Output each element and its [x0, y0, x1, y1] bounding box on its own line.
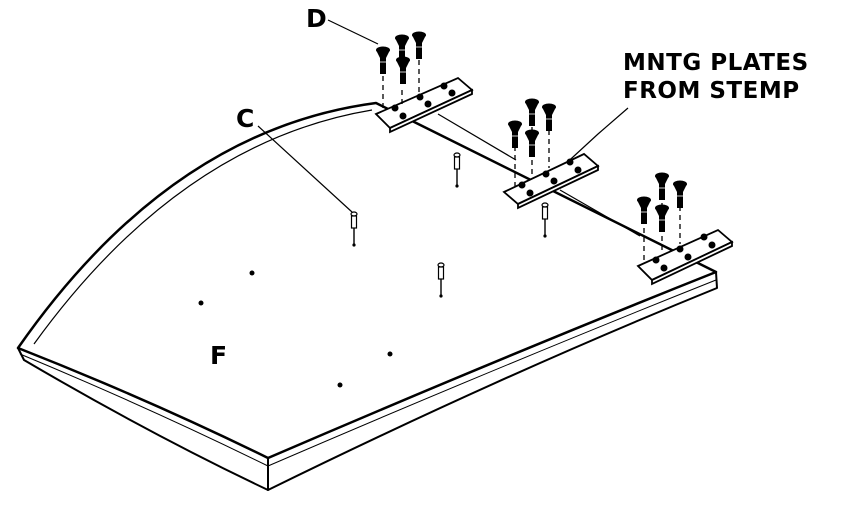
- pin: [453, 152, 461, 188]
- panel-holes: [198, 270, 393, 388]
- screws: [376, 31, 687, 232]
- screw: [508, 120, 522, 148]
- screw: [655, 172, 669, 200]
- plate-link: [437, 113, 517, 161]
- plate-link: [559, 189, 641, 237]
- hole: [387, 351, 393, 357]
- mounting-plate-1: [374, 76, 474, 134]
- screw: [655, 204, 669, 232]
- pin: [437, 262, 445, 298]
- pin: [350, 211, 358, 247]
- mounting-plate-3: [636, 228, 734, 286]
- hole: [198, 300, 204, 306]
- screw: [396, 56, 410, 84]
- mounting-plates: [374, 76, 734, 286]
- leader-d: [327, 19, 379, 45]
- screw: [376, 46, 390, 74]
- panel-front-inner-line: [19, 279, 717, 467]
- mounting-plate-2: [502, 152, 600, 210]
- label-mounting-plates-line1: MNTG PLATES: [623, 50, 809, 76]
- label-d: D: [306, 4, 327, 33]
- screw: [525, 98, 539, 126]
- screw: [542, 103, 556, 131]
- label-mounting-plates-line2: FROM STEMP: [623, 78, 800, 104]
- panel-bevel-line: [33, 109, 373, 345]
- leader-c: [257, 125, 353, 213]
- screw: [395, 34, 409, 62]
- curved-panel: [16, 101, 718, 491]
- screw: [525, 129, 539, 157]
- label-f: F: [210, 341, 228, 370]
- hole: [337, 382, 343, 388]
- hole: [249, 270, 255, 276]
- screw: [412, 31, 426, 59]
- label-c: C: [236, 104, 255, 133]
- pins: [350, 152, 549, 298]
- pin: [541, 202, 549, 238]
- screw: [673, 180, 687, 208]
- screw: [637, 196, 651, 224]
- label-mounting-plates: MNTG PLATES FROM STEMP: [623, 52, 809, 103]
